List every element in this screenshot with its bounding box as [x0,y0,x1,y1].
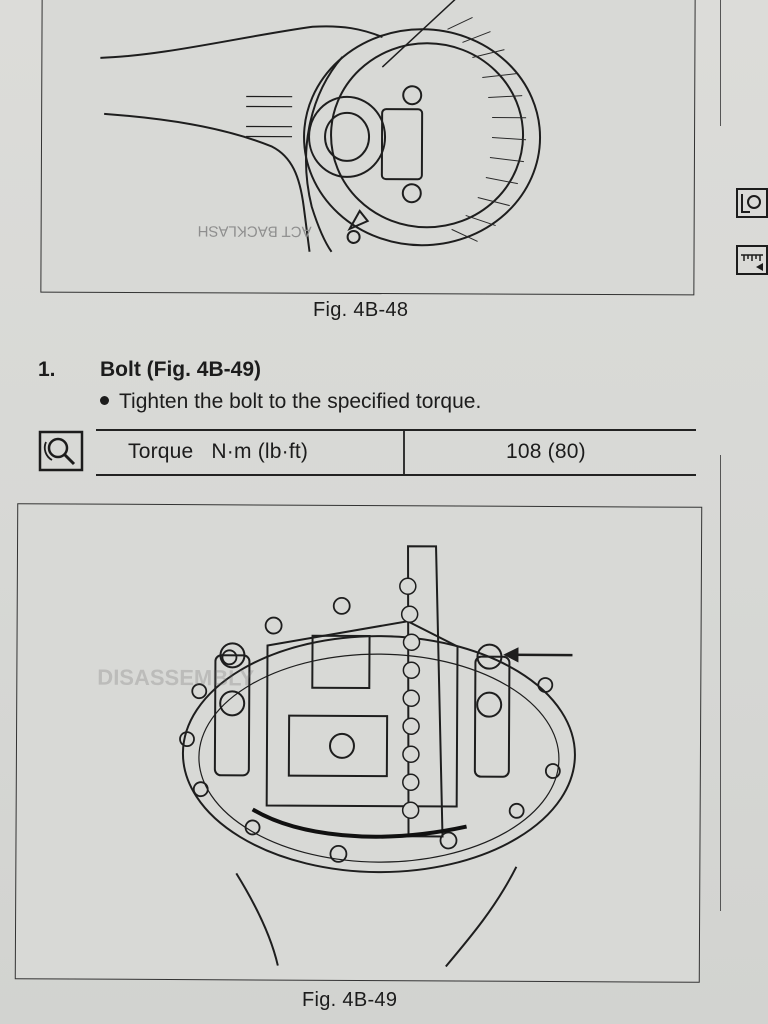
facing-page-edge [720,0,768,126]
torque-label-cell: Torque N·m (lb·ft) [128,440,308,464]
torque-value: 108 (80) [506,440,586,463]
differential-ring-gear-illustration: ACT BACKLASH [100,0,542,253]
table-top-border [96,429,696,431]
table-column-divider [403,431,405,474]
svg-text:ACT BACKLASH: ACT BACKLASH [198,222,312,239]
table-bottom-border [96,474,696,476]
step-number: 1. [38,358,56,381]
instruction-text: Tighten the bolt to the specified torque… [119,390,482,413]
figure-4b-49: DISASSEMBLY [14,503,703,983]
bullet-icon [100,395,109,405]
figure-caption: Fig. 4B-48 [313,299,409,321]
torque-label: Torque [128,440,194,463]
torque-wrench-icon [38,430,84,472]
step-title: Bolt (Fig. 4B-49) [100,358,261,381]
differential-case-illustration: DISASSEMBLY [97,545,576,968]
figure-caption: Fig. 4B-49 [302,989,398,1011]
instruction-bullet: Tighten the bolt to the specified torque… [100,390,481,414]
facing-page-edge [720,455,768,911]
inspect-icon [736,188,768,218]
gauge-icon [736,245,768,275]
svg-text:DISASSEMBLY: DISASSEMBLY [97,665,254,691]
figure-4b-48: ACT BACKLASH [40,0,696,296]
torque-unit: N·m (lb·ft) [211,440,309,463]
